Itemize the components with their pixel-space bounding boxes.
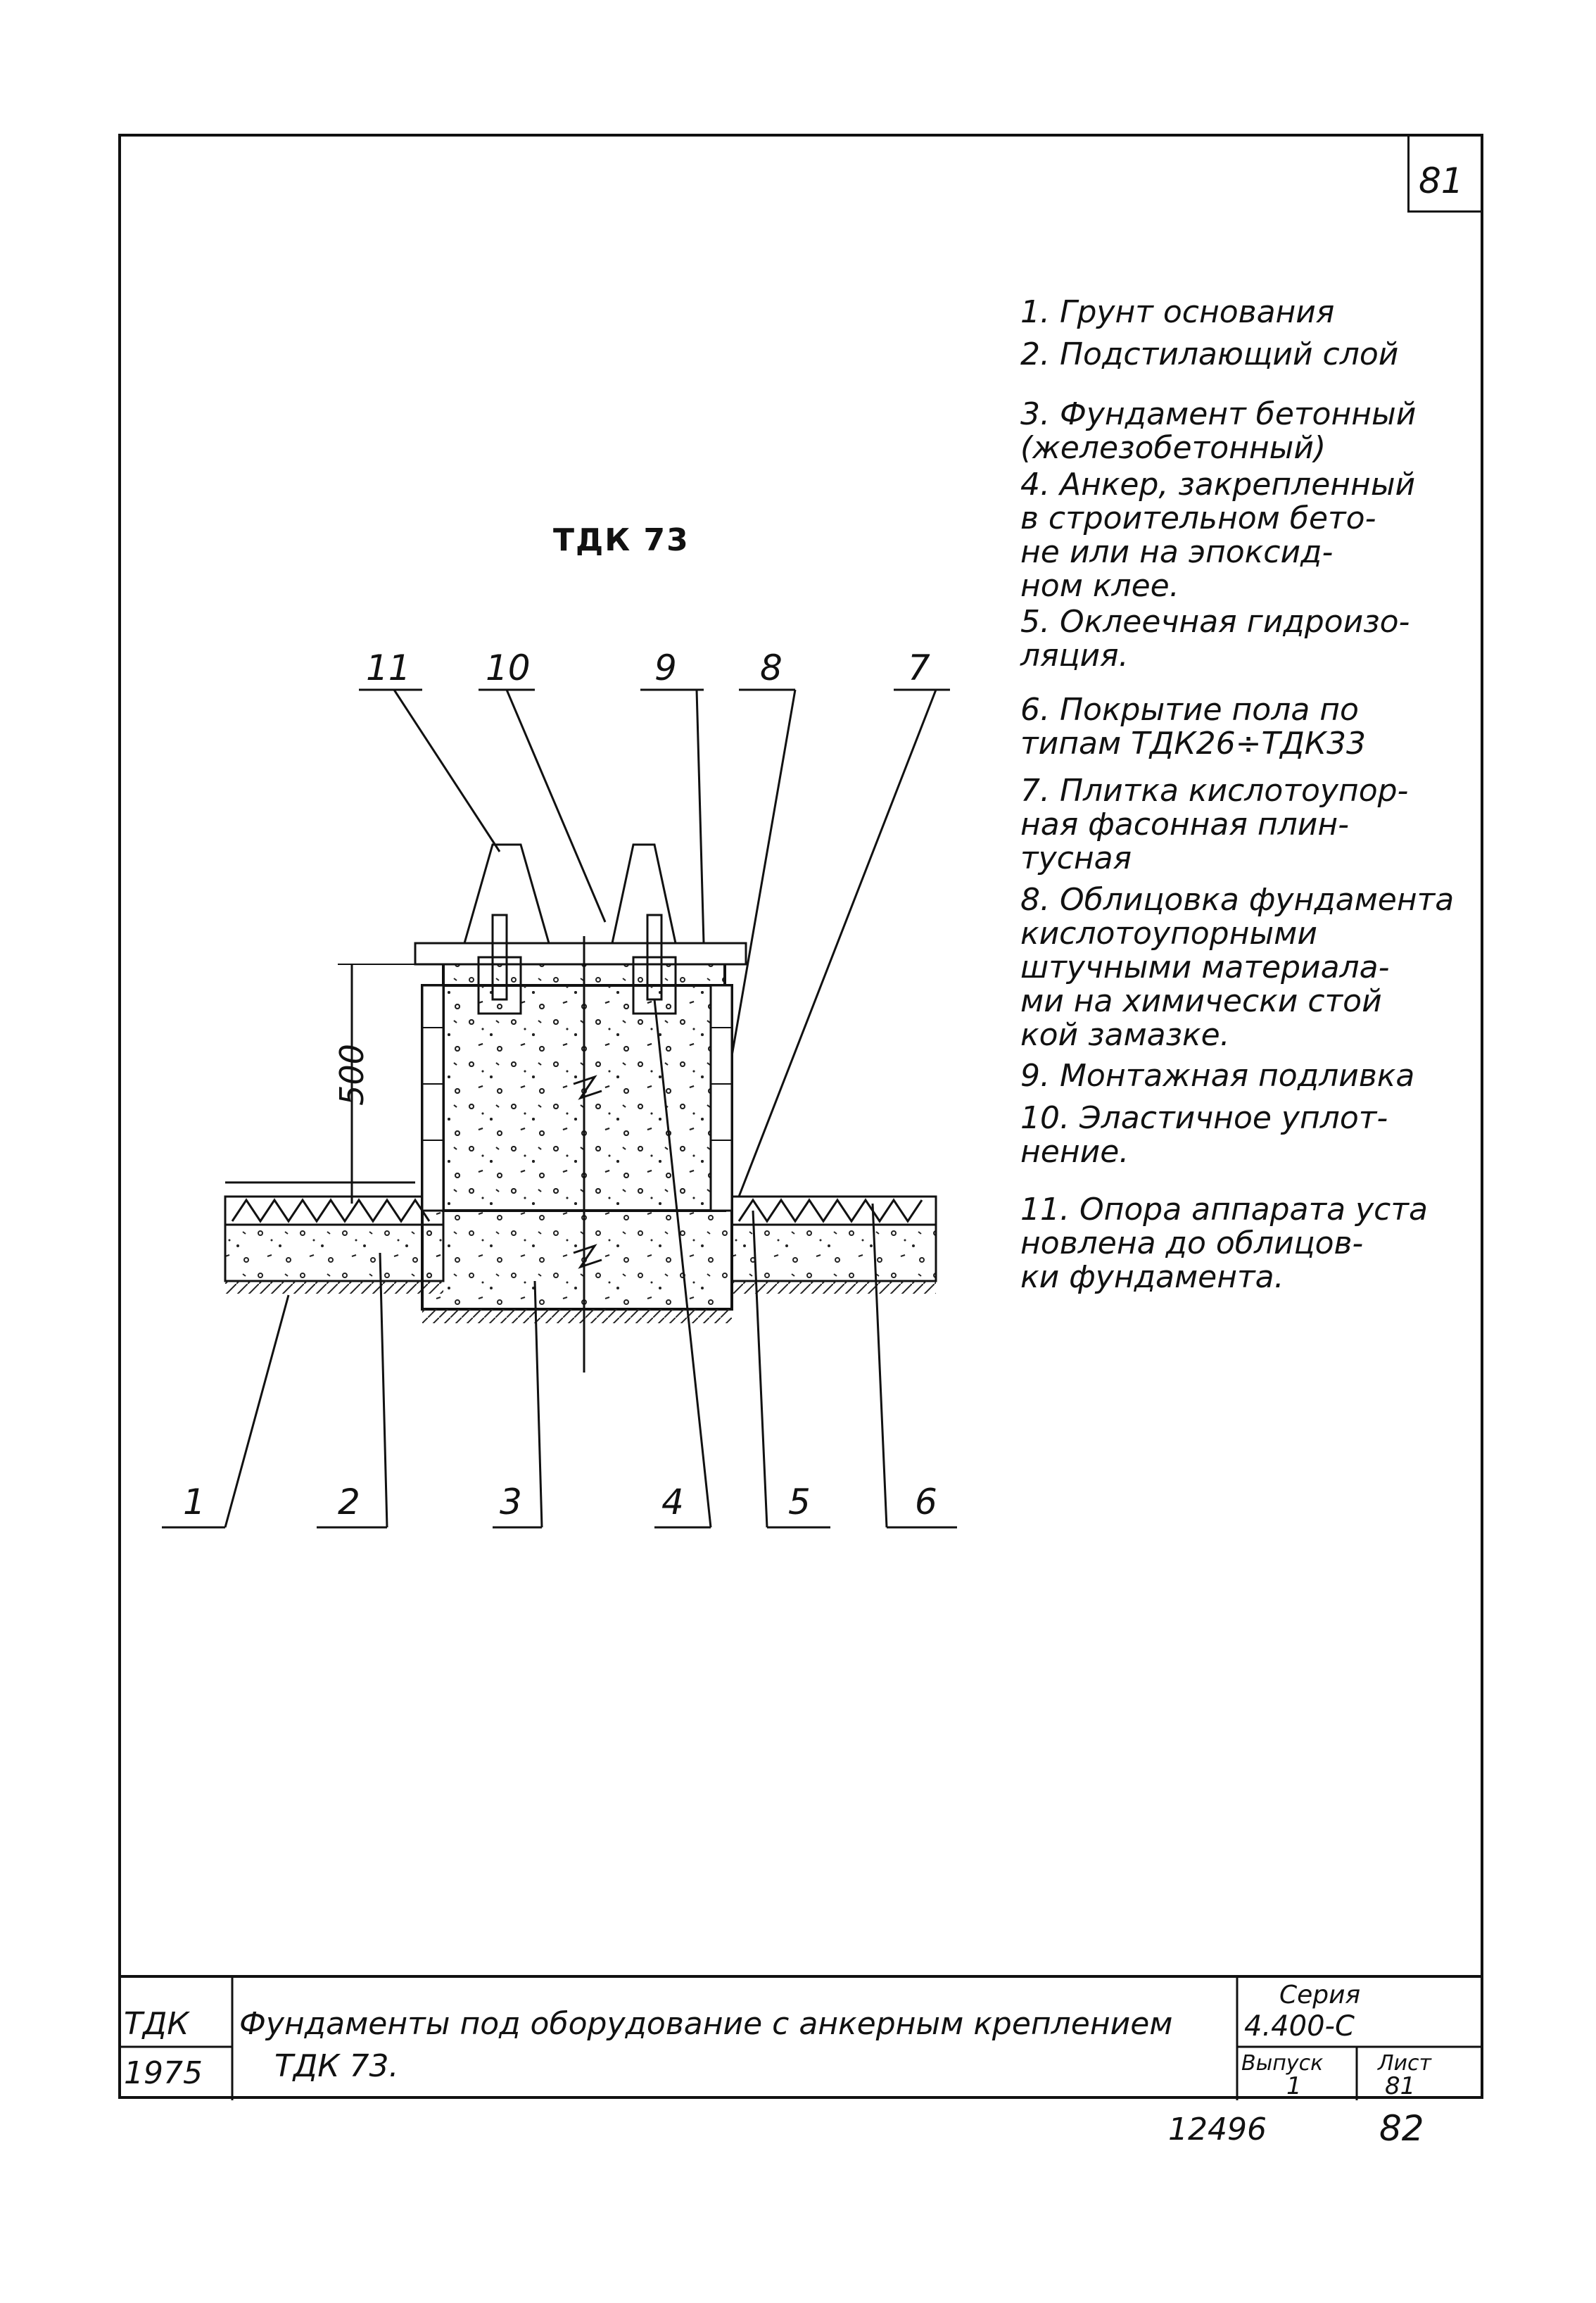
legend-item: 4. Анкер, закрепленный в строительном бе… bbox=[1020, 467, 1416, 604]
callout-8: 8 bbox=[760, 648, 783, 688]
drawing-subtitle: ТДК 73. bbox=[274, 2048, 399, 2084]
legend-item: 1. Грунт основания bbox=[1020, 294, 1335, 330]
title-block-grid bbox=[118, 1978, 1483, 2100]
callout-7: 7 bbox=[908, 648, 930, 688]
callout-5: 5 bbox=[788, 1482, 811, 1522]
callout-1: 1 bbox=[183, 1482, 205, 1522]
floor-right bbox=[730, 1195, 937, 1294]
issue-label: Выпуск bbox=[1241, 2051, 1324, 2076]
foundation-body bbox=[414, 936, 747, 1373]
page-number: 82 bbox=[1379, 2108, 1424, 2149]
drawing-frame bbox=[118, 134, 1483, 2097]
issue-value: 1 bbox=[1286, 2072, 1302, 2100]
callout-2: 2 bbox=[338, 1482, 360, 1522]
sheet-number: 81 bbox=[1419, 160, 1464, 201]
dimension-line bbox=[338, 964, 422, 1204]
title-block: ТДК 1975 Фундаменты под оборудование с а… bbox=[118, 1975, 1483, 2100]
drawing-title: Фундаменты под оборудование с анкерным к… bbox=[239, 2006, 1173, 2042]
legend-item: 3. Фундамент бетонный (железобетонный) bbox=[1020, 396, 1417, 466]
floor-left bbox=[224, 1181, 445, 1294]
legend-item: 11. Опора аппарата уста новлена до облиц… bbox=[1020, 1192, 1428, 1295]
sheet-label: Лист bbox=[1378, 2051, 1432, 2076]
dimension-500-label: 500 bbox=[332, 1044, 371, 1106]
legend-item: 10. Эластичное уплот- нение. bbox=[1020, 1100, 1388, 1170]
sheet-value: 81 bbox=[1385, 2072, 1416, 2100]
series-label: Серия bbox=[1279, 1981, 1361, 2009]
series-value: 4.400-С bbox=[1244, 2010, 1355, 2043]
callout-6: 6 bbox=[915, 1482, 937, 1522]
legend-item: 7. Плитка кислотоупор- ная фасонная плин… bbox=[1020, 773, 1409, 876]
callout-9: 9 bbox=[654, 648, 677, 688]
legend-item: 2. Подстилающий слой bbox=[1020, 336, 1399, 372]
anchors bbox=[463, 843, 677, 1015]
legend-item: 6. Покрытие пола по типам ТДК26÷ТДК33 bbox=[1020, 692, 1366, 762]
callout-10: 10 bbox=[486, 648, 531, 688]
legend-item: 9. Монтажная подливка bbox=[1020, 1058, 1415, 1094]
legend-item: 5. Оклеечная гидроизо- ляция. bbox=[1020, 604, 1410, 674]
legend-item: 8. Облицовка фундамента кислотоупорными … bbox=[1020, 882, 1455, 1053]
callout-3: 3 bbox=[500, 1482, 522, 1522]
leader-lines bbox=[162, 688, 957, 1529]
callout-11: 11 bbox=[366, 648, 411, 688]
archive-code: 12496 bbox=[1168, 2112, 1267, 2147]
callout-4: 4 bbox=[661, 1482, 684, 1522]
figure-title: ТДК 73 bbox=[553, 522, 690, 558]
sheet-number-box bbox=[1407, 134, 1483, 213]
year: 1975 bbox=[124, 2055, 203, 2091]
org-code: ТДК bbox=[124, 2006, 189, 2042]
